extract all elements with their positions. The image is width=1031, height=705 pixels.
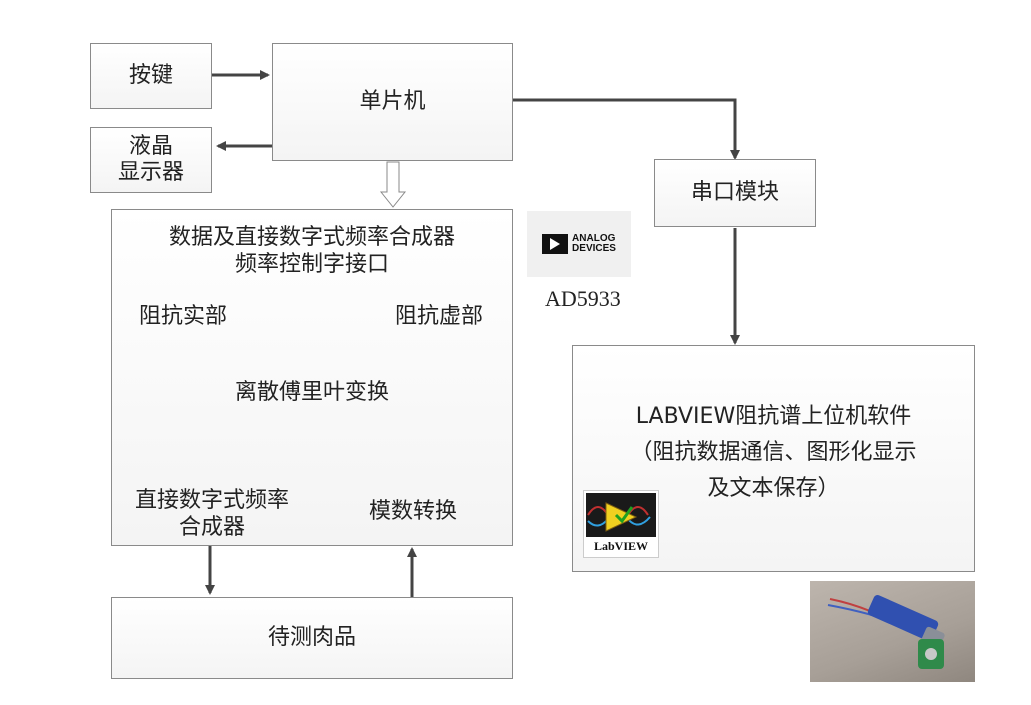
ad5933-block bbox=[111, 209, 513, 546]
adc-label: 模数转换 bbox=[368, 499, 457, 524]
mcu-block: 单片机 bbox=[272, 43, 513, 161]
analog-devices-logo: ANALOG DEVICES bbox=[527, 211, 631, 277]
dds-label-line2: 合成器 bbox=[178, 515, 245, 540]
keypad-label: 按键 bbox=[128, 63, 173, 88]
arrow-mcu-to-serial bbox=[513, 98, 740, 160]
analog-devices-line2: DEVICES bbox=[572, 243, 616, 254]
lcd-label-line2: 显示器 bbox=[117, 160, 184, 185]
dds-label-line1: 直接数字式频率 bbox=[134, 488, 289, 513]
labview-text: LabVIEW bbox=[593, 539, 649, 553]
dft-label: 离散傅里叶变换 bbox=[234, 380, 389, 405]
lcd-label-line1: 液晶 bbox=[128, 134, 173, 159]
probe-image bbox=[827, 594, 945, 669]
pc-label-line2: （阻抗数据通信、图形化显示 bbox=[630, 440, 917, 465]
hollow-arrow-mcu-to-ad5933 bbox=[379, 161, 407, 208]
dds-interface-line2: 频率控制字接口 bbox=[234, 252, 389, 277]
sample-block: 待测肉品 bbox=[111, 597, 513, 679]
labview-logo: LabVIEW bbox=[583, 490, 659, 558]
serial-block: 串口模块 bbox=[654, 159, 816, 227]
chip-label: AD5933 bbox=[545, 286, 621, 311]
serial-label: 串口模块 bbox=[690, 180, 779, 205]
analog-devices-triangle-icon bbox=[542, 234, 569, 254]
real-part-label: 阻抗实部 bbox=[138, 304, 227, 329]
keypad-block: 按键 bbox=[90, 43, 212, 109]
labview-waveform-icon bbox=[586, 493, 656, 537]
pc-label-line1: LABVIEW阻抗谱上位机软件 bbox=[635, 404, 912, 429]
dds-interface-line1: 数据及直接数字式频率合成器 bbox=[168, 225, 455, 250]
sample-label: 待测肉品 bbox=[267, 625, 356, 650]
probe-photo bbox=[810, 581, 975, 682]
pc-label-line3: 及文本保存） bbox=[707, 476, 840, 501]
analog-devices-line1: ANALOG bbox=[572, 233, 616, 244]
imag-part-label: 阻抗虚部 bbox=[394, 304, 483, 329]
mcu-label: 单片机 bbox=[359, 89, 426, 114]
lcd-block: 液晶 显示器 bbox=[90, 127, 212, 193]
